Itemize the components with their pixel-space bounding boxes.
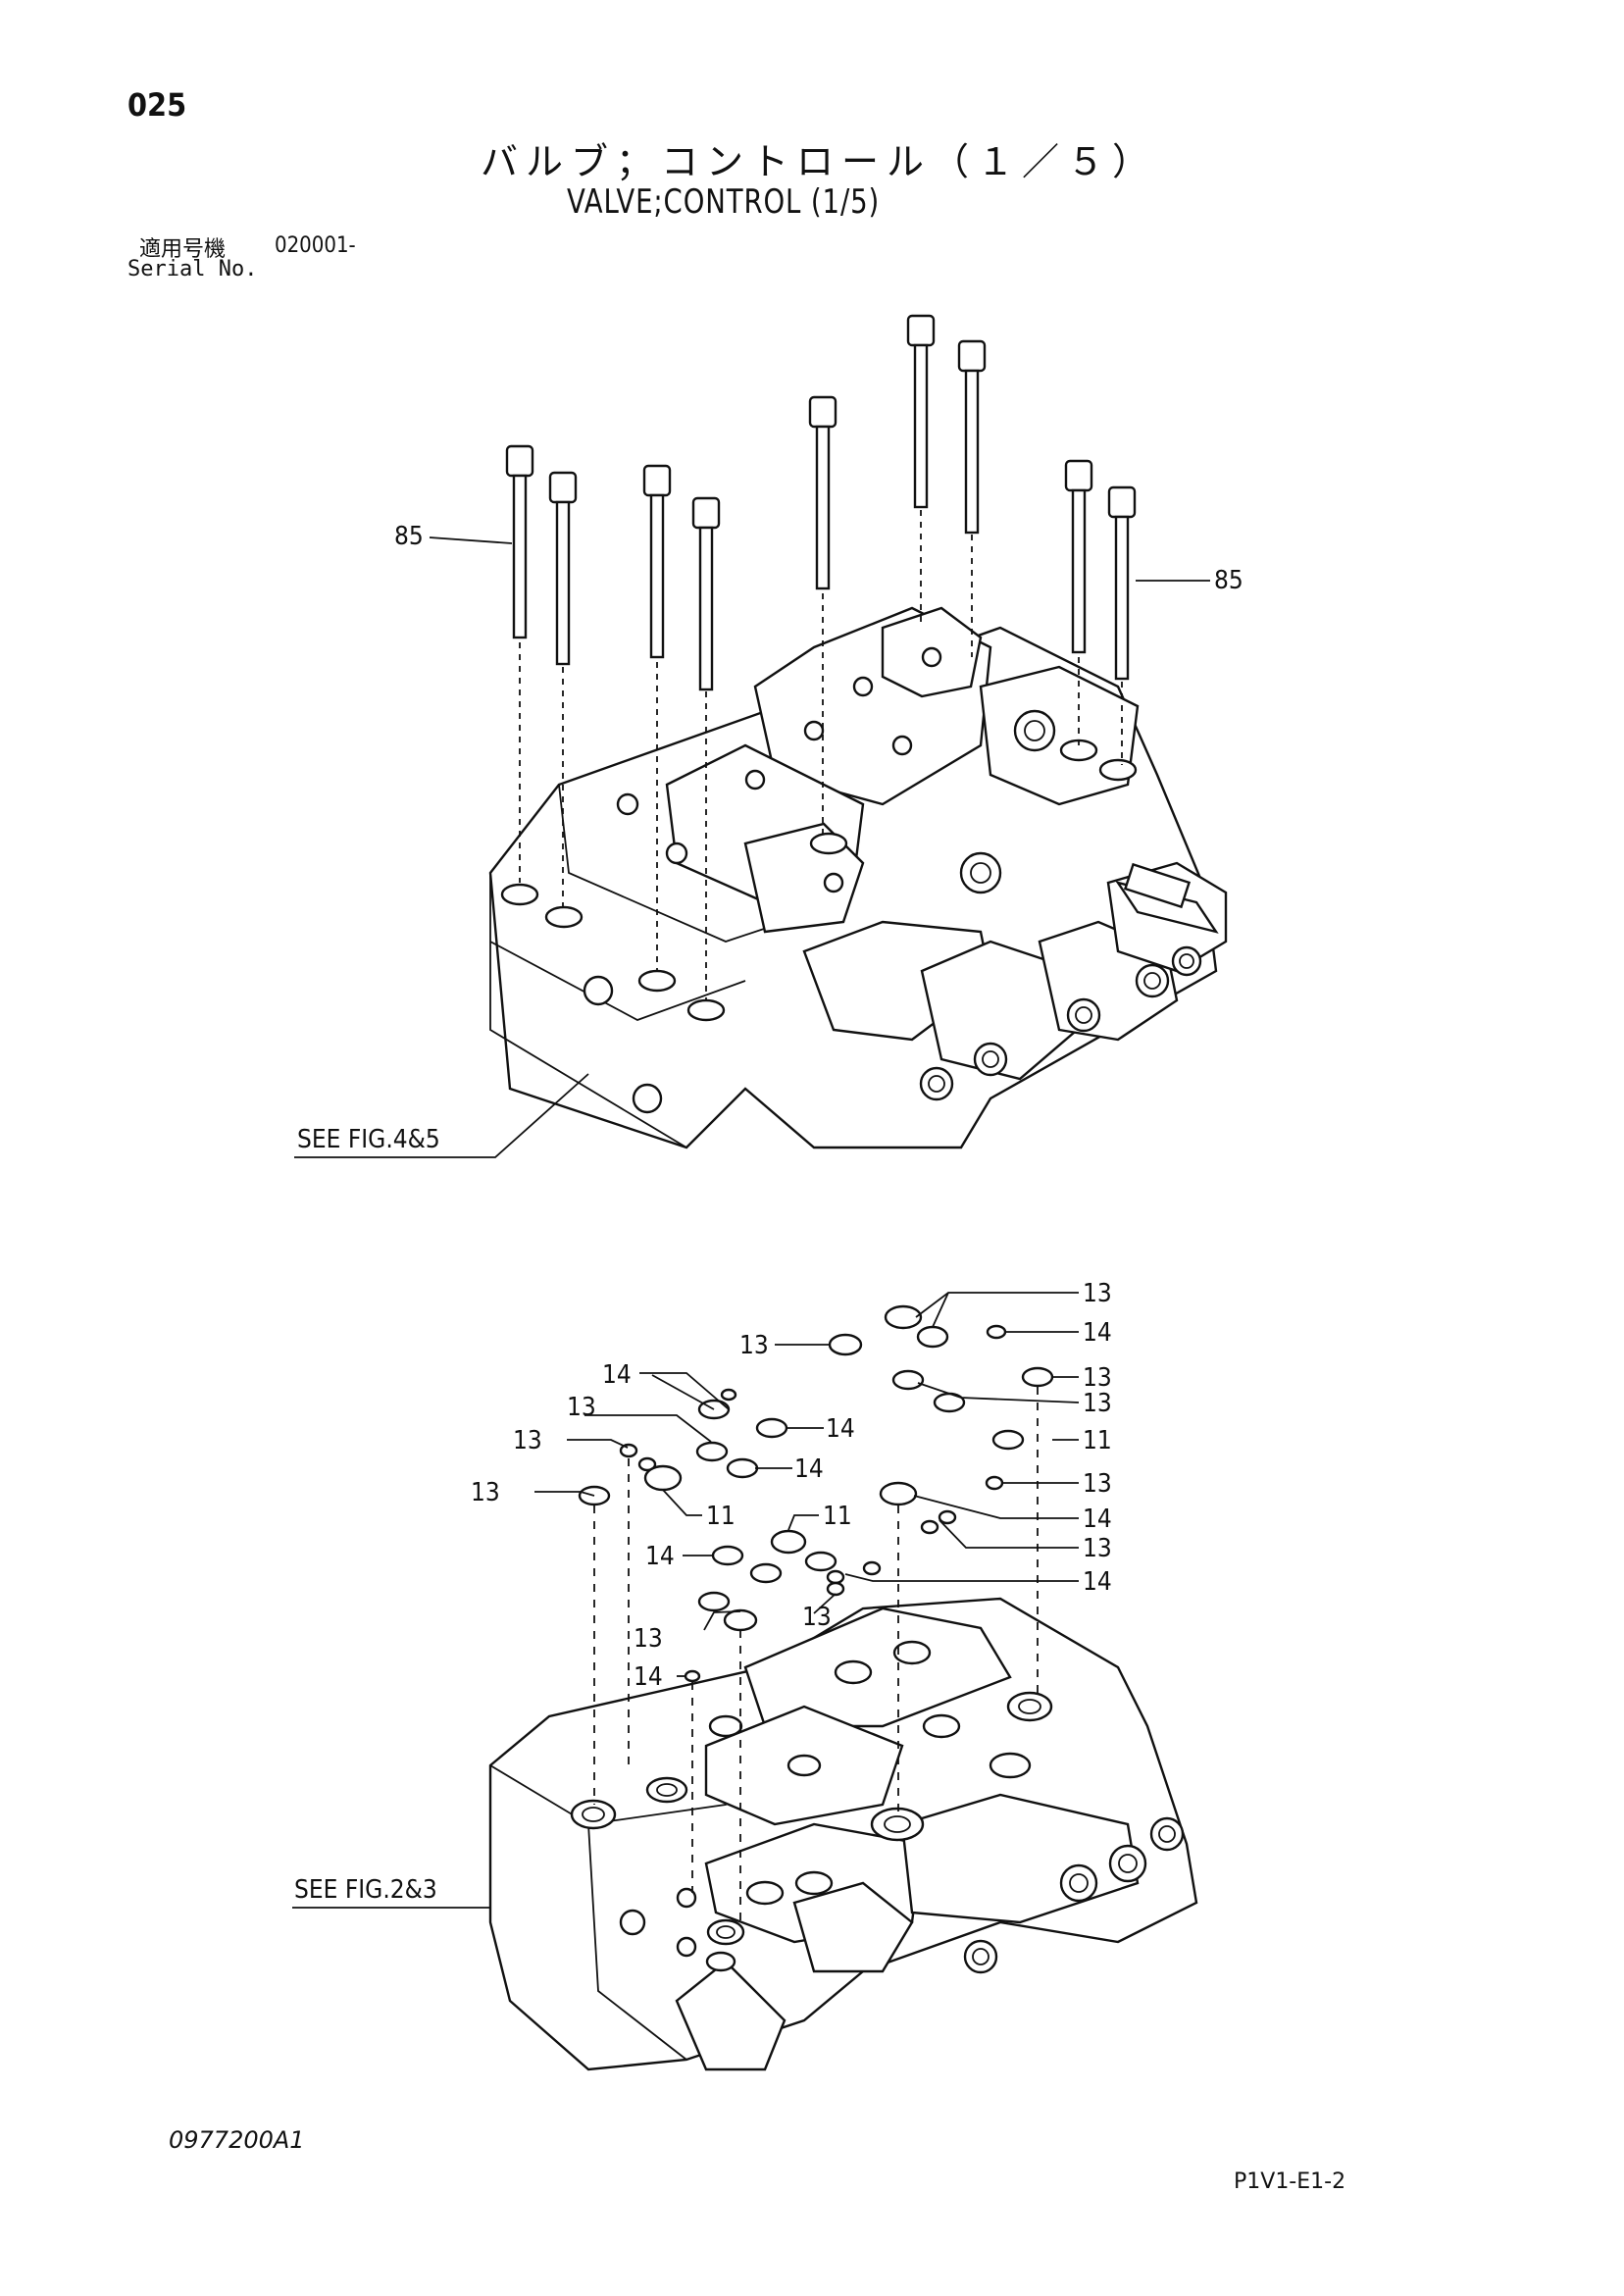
callout-13: 14 [645,1542,675,1571]
bolt [548,471,578,907]
callout-labels: 13 14 13 13 14 13 13 14 11 13 14 13 13 1… [471,1279,1112,1692]
upper-valve-assembly [488,606,1228,1149]
serial-value: 020001- [275,233,356,258]
title-english: VALVE;CONTROL (1/5) [567,182,881,222]
callout-14: 14 [602,1360,632,1390]
serial-label-english: Serial No. [127,257,258,281]
callout-13: 13 [1083,1363,1112,1393]
callout-11: 14 [1083,1505,1112,1534]
figure-code: P1V1-E1-2 [1234,2169,1346,2194]
page-number: 025 [127,86,187,124]
serial-label-japanese: 適用号機 [139,237,227,262]
callout-11: 11 [706,1502,736,1531]
callout-13: 13 [471,1478,500,1507]
callout-13: 14 [826,1414,855,1444]
bolt-label-right: 85 [1214,566,1243,595]
title-japanese: バルブ；コントロール（１／５） [481,140,1158,183]
bolt [808,395,837,834]
callout-14: 14 [1083,1318,1112,1348]
callout-leaders [534,1292,1080,1677]
callout-13: 13 [802,1603,832,1632]
callout-13: 13 [1083,1389,1112,1418]
see-fig-2-3: SEE FIG.2&3 [294,1875,437,1905]
callout-13: 13 [634,1624,663,1654]
see-fig-4-5: SEE FIG.4&5 [297,1125,440,1154]
callout-13: 13 [1083,1279,1112,1308]
lower-valve-assembly [488,1597,1198,2071]
document-number: 0977200A1 [169,2126,305,2154]
callout-14: 13 [513,1426,542,1455]
bolt [691,496,721,1000]
bolt [642,464,672,971]
bolt [505,444,534,883]
callout-13: 14 [794,1454,824,1484]
o-rings [578,1304,1054,1922]
bolt [1107,485,1137,765]
callout-14: 13 [1083,1534,1112,1563]
callout-13: 11 [1083,1426,1112,1455]
callout-13: 13 [739,1331,769,1360]
callout-11: 11 [823,1502,852,1531]
bolt-label-left: 85 [394,522,424,551]
bolt [906,314,936,628]
callout-13: 13 [567,1393,596,1422]
bolt [1064,459,1093,745]
callout-14: 14 [634,1662,663,1692]
bolts-85 [505,314,1137,1000]
bolt [957,339,987,657]
callout-14: 13 [1083,1469,1112,1499]
callout-14: 14 [1083,1567,1112,1597]
